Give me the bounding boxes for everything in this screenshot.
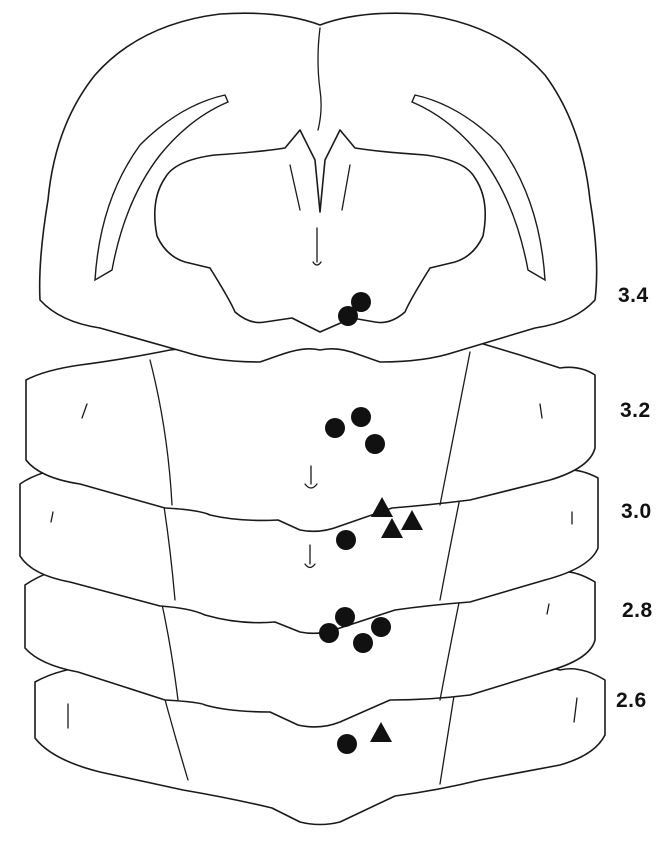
section-3-4 (40, 13, 597, 362)
circle-marker-3-4 (338, 306, 358, 326)
level-label-3-0: 3.0 (621, 500, 652, 524)
circle-marker-2-8 (335, 607, 355, 627)
level-label-3-4: 3.4 (618, 284, 649, 308)
circle-marker-3-2 (325, 418, 345, 438)
circle-marker-2-8 (353, 633, 373, 653)
level-label-2-6: 2.6 (616, 689, 647, 713)
circle-marker-2-6 (337, 734, 357, 754)
circle-marker-2-8 (371, 617, 391, 637)
circle-marker-3-2 (365, 434, 385, 454)
circle-marker-2-8 (319, 623, 339, 643)
circle-marker-3-2 (351, 407, 371, 427)
level-label-2-8: 2.8 (622, 599, 653, 623)
circle-marker-3-0 (336, 530, 356, 550)
level-label-3-2: 3.2 (620, 399, 651, 423)
